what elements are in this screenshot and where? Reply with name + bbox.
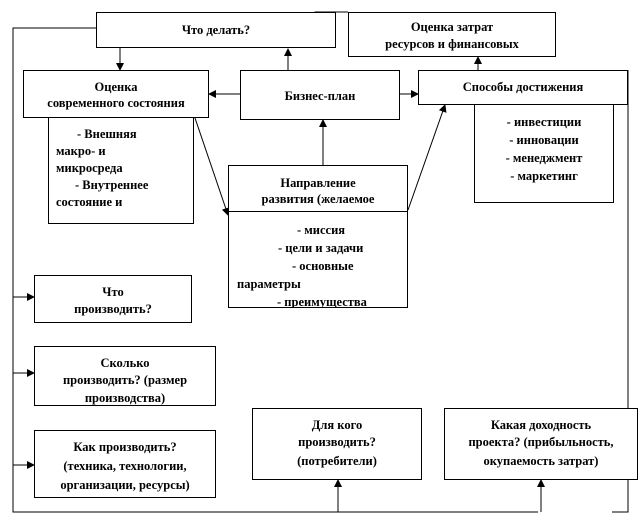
label-direction-line1: Направление [280, 176, 356, 190]
item-external: - Внешняя [77, 127, 137, 141]
label-profit-line1: Какая доходность [490, 418, 592, 432]
label-how-much-line1: Сколько [100, 356, 150, 370]
label-current-line2: современного состояния [47, 96, 185, 110]
label-profit-line3: окупаемость затрат) [483, 454, 599, 468]
box-direction: Направление развития (желаемое [228, 165, 408, 212]
box-profitability: Какая доходность проекта? (прибыльность,… [444, 408, 638, 480]
label-how-produce-line3: организации, ресурсы) [60, 478, 190, 492]
item-investments: - инвестиции [506, 115, 582, 129]
label-how-much-line3: производства) [84, 391, 166, 405]
label-for-whom-line1: Для кого [311, 418, 363, 432]
label-how-produce-line1: Как производить? [73, 440, 177, 454]
box-business-plan: Бизнес-план [240, 70, 400, 120]
box-what-produce: Что производить? [34, 275, 192, 323]
item-management: - менеджмент [505, 151, 583, 165]
label-business-plan: Бизнес-план [284, 89, 356, 103]
box-how-much: Сколько производить? (размер производств… [34, 346, 216, 406]
label-what-to-do: Что делать? [181, 23, 251, 37]
box-for-whom: Для кого производить? (потребители) [252, 408, 422, 480]
box-how-produce: Как производить? (техника, технологии, о… [34, 430, 216, 498]
label-cost-line1: Оценка затрат [410, 20, 494, 34]
label-how-much-line2: производить? (размер [62, 373, 188, 387]
label-current-line1: Оценка [94, 80, 138, 94]
item-mission: - миссия [297, 223, 346, 237]
item-macro: макро- и [56, 144, 106, 158]
label-how-produce-line2: (техника, технологии, [63, 459, 187, 473]
label-for-whom-line2: производить? [298, 435, 376, 449]
right-edge-line [612, 70, 629, 513]
box-cost-assessment: Оценка затрат ресурсов и финансовых [348, 12, 556, 57]
item-goals: - цели и задачи [278, 241, 364, 255]
box-current-state: Оценка современного состояния [23, 70, 209, 118]
item-marketing: - маркетинг [510, 169, 578, 183]
outer-left-line [12, 27, 538, 513]
item-internal: - Внутреннее [75, 178, 149, 192]
label-cost-line2: ресурсов и финансовых [385, 37, 519, 51]
box-current-state-items: - Внешняя макро- и микросреда - Внутренн… [48, 118, 194, 224]
label-what-produce-line1: Что [102, 285, 124, 299]
box-ways: Способы достижения [418, 70, 628, 105]
item-innovations: - инновации [509, 133, 579, 147]
item-basic: - основные [292, 259, 354, 273]
item-state: состояние и [56, 195, 123, 209]
item-micro: микросреда [56, 161, 123, 175]
label-direction-line2: развития (желаемое [261, 192, 375, 206]
box-what-to-do: Что делать? [96, 12, 336, 48]
box-ways-items: - инвестиции - инновации - менеджмент - … [474, 105, 614, 203]
arrow-assessment-to-direction [194, 117, 230, 216]
label-profit-line2: проекта? (прибыльность, [468, 435, 614, 449]
arrow-direction-to-ways [407, 104, 447, 211]
box-direction-items: - миссия - цели и задачи - основные пара… [228, 212, 408, 308]
label-for-whom-line3: (потребители) [297, 454, 377, 468]
item-parameters: параметры [237, 277, 301, 291]
label-ways: Способы достижения [462, 80, 584, 94]
item-advantages: - преимущества [277, 295, 367, 308]
label-what-produce-line2: производить? [74, 302, 152, 316]
